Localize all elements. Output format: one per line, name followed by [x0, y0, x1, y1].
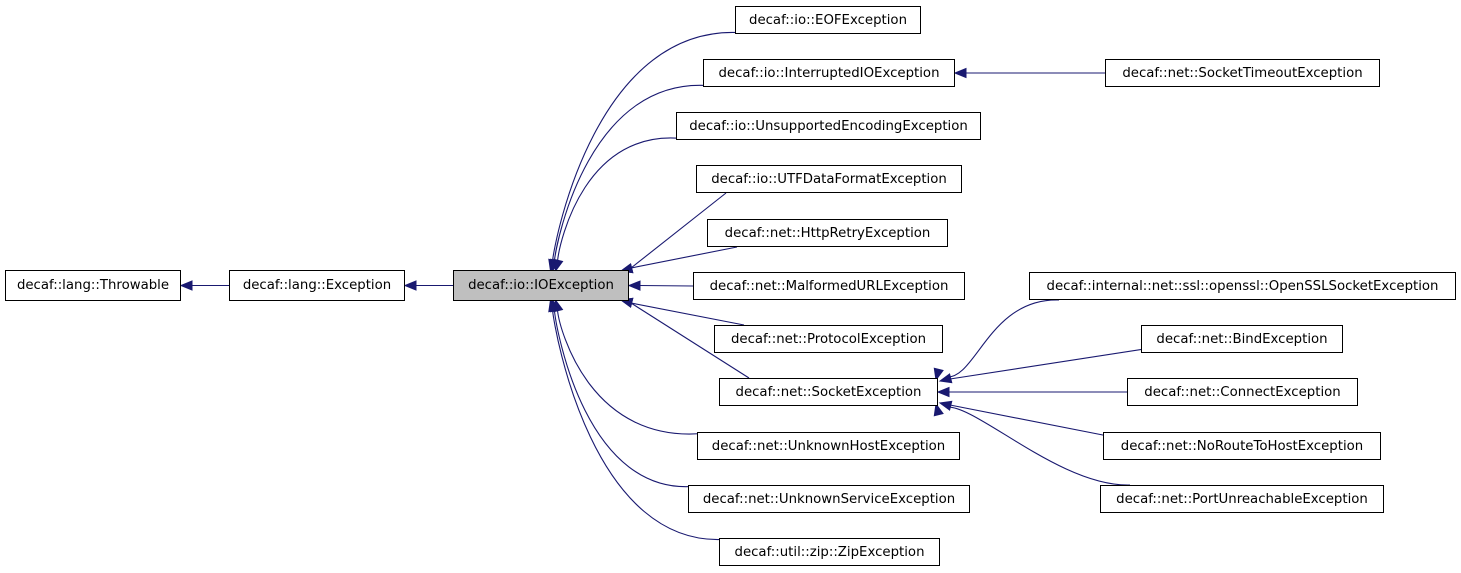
class-label: decaf::internal::net::ssl::openssl::Open… [1046, 278, 1439, 294]
class-label: decaf::net::UnknownHostException [711, 438, 946, 454]
class-label: decaf::net::PortUnreachableException [1116, 491, 1368, 507]
class-node-interruptedio[interactable]: decaf::io::InterruptedIOException [703, 59, 955, 87]
edge-unsupportedencoding-to-ioexception [553, 137, 687, 273]
arrowhead-icon [627, 280, 641, 291]
class-label: decaf::lang::Exception [242, 278, 392, 293]
edge-sockettimeout-to-interruptedio [953, 67, 1105, 79]
class-label: decaf::lang::Throwable [16, 278, 170, 293]
class-node-throwable[interactable]: decaf::lang::Throwable [5, 270, 181, 301]
edge-ioexception-to-exception [403, 280, 453, 291]
arrowhead-icon [938, 400, 953, 411]
class-label: decaf::net::UnknownServiceException [702, 491, 956, 507]
class-label: decaf::io::UnsupportedEncodingException [689, 118, 968, 134]
edge-httpretry-to-ioexception [619, 246, 738, 274]
class-node-httpretry[interactable]: decaf::net::HttpRetryException [707, 219, 948, 247]
class-label: decaf::net::BindException [1156, 331, 1328, 347]
class-node-unknownhost[interactable]: decaf::net::UnknownHostException [697, 432, 960, 460]
class-node-eof[interactable]: decaf::io::EOFException [735, 6, 921, 34]
edge-opensslsocket-to-socket [933, 299, 1060, 382]
class-node-socket[interactable]: decaf::net::SocketException [719, 378, 938, 406]
arrowhead-icon [933, 367, 944, 382]
class-label: decaf::net::MalformedURLException [709, 278, 949, 294]
class-label: decaf::util::zip::ZipException [734, 544, 925, 560]
class-label: decaf::net::HttpRetryException [724, 225, 931, 241]
arrowhead-icon [548, 298, 559, 313]
class-node-malformedurl[interactable]: decaf::net::MalformedURLException [693, 272, 965, 300]
edge-unknownhost-to-ioexception [553, 298, 708, 435]
edge-exception-to-throwable [179, 280, 229, 291]
arrowhead-icon [403, 280, 417, 291]
edge-malformedurl-to-ioexception [627, 280, 694, 291]
edge-noroutetohost-to-socket [938, 400, 1114, 438]
arrowhead-icon [936, 386, 950, 398]
class-node-unknownservice[interactable]: decaf::net::UnknownServiceException [688, 485, 970, 513]
class-node-zip[interactable]: decaf::util::zip::ZipException [719, 538, 940, 566]
edge-portunreachable-to-socket [933, 402, 1131, 486]
class-label: decaf::io::EOFException [749, 12, 907, 28]
class-node-ioexception[interactable]: decaf::io::IOException [453, 270, 629, 301]
class-node-noroutetohost[interactable]: decaf::net::NoRouteToHostException [1103, 432, 1381, 460]
class-node-exception[interactable]: decaf::lang::Exception [229, 270, 405, 301]
class-node-sockettimeout[interactable]: decaf::net::SocketTimeoutException [1105, 59, 1380, 87]
arrowhead-icon [953, 67, 967, 79]
class-label: decaf::io::InterruptedIOException [718, 65, 940, 81]
class-node-connect[interactable]: decaf::net::ConnectException [1127, 378, 1358, 406]
edge-protocol-to-ioexception [619, 297, 745, 326]
arrowhead-icon [938, 373, 953, 384]
class-label: decaf::net::ProtocolException [730, 331, 927, 347]
class-node-bind[interactable]: decaf::net::BindException [1141, 325, 1343, 353]
edge-zip-to-ioexception [548, 298, 730, 540]
class-node-unsupportedencoding[interactable]: decaf::io::UnsupportedEncodingException [676, 112, 981, 140]
class-label: decaf::net::ConnectException [1144, 384, 1341, 400]
arrowhead-icon [553, 258, 564, 273]
edge-connect-to-socket [936, 386, 1127, 398]
class-label: decaf::net::SocketTimeoutException [1122, 65, 1363, 81]
class-label: decaf::net::SocketException [735, 384, 922, 400]
class-label: decaf::io::IOException [468, 278, 614, 293]
class-node-portunreachable[interactable]: decaf::net::PortUnreachableException [1100, 485, 1384, 513]
arrowhead-icon [933, 402, 944, 417]
class-label: decaf::net::NoRouteToHostException [1120, 438, 1364, 454]
class-node-protocol[interactable]: decaf::net::ProtocolException [714, 325, 943, 353]
class-label: decaf::io::UTFDataFormatException [711, 171, 947, 187]
class-node-opensslsocket[interactable]: decaf::internal::net::ssl::openssl::Open… [1029, 272, 1456, 300]
class-node-utfdataformat[interactable]: decaf::io::UTFDataFormatException [696, 165, 962, 193]
edge-bind-to-socket [938, 347, 1152, 384]
arrowhead-icon [179, 280, 193, 291]
